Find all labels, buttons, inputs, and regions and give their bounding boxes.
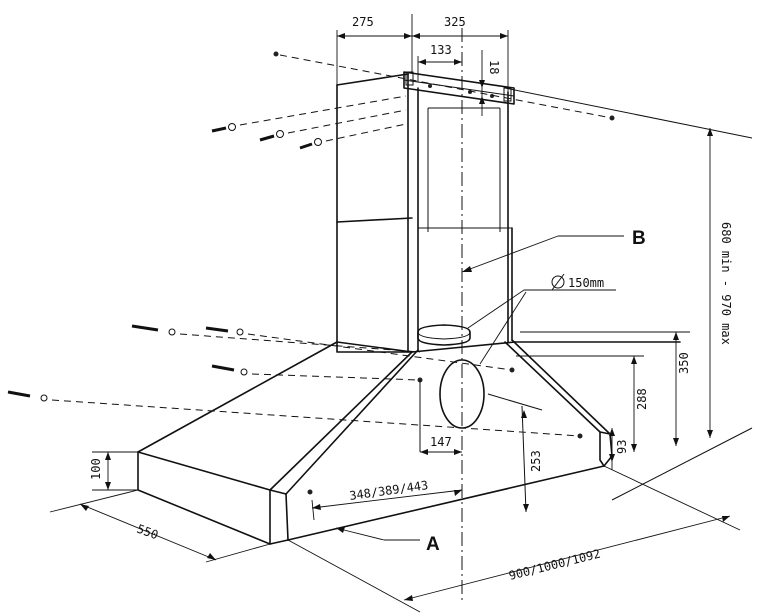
dim-350-label: 350	[677, 352, 691, 374]
duct-ring	[417, 324, 471, 346]
wall-screws	[7, 51, 615, 495]
dim-900-label: 900/1000/1092	[507, 547, 602, 583]
label-b: B	[632, 228, 646, 249]
dim-550-label: 550	[135, 522, 160, 543]
dim-100-label: 100	[89, 458, 103, 480]
dia-150-label: 150mm	[568, 276, 604, 290]
chimney-cover	[336, 73, 513, 353]
reference-lines	[504, 87, 753, 501]
dim-18-label: 18	[487, 60, 501, 74]
dim-275-label: 275	[352, 15, 374, 29]
dim-325-label: 325	[444, 15, 466, 29]
dim-93-label: 93	[615, 440, 629, 454]
dim-253-label: 253	[529, 450, 543, 472]
top-bracket	[403, 71, 515, 105]
hood-body	[137, 339, 681, 545]
dim-147-label: 147	[430, 435, 452, 449]
dim-133-label: 133	[430, 43, 452, 57]
dimensions: 275 325 133 18 680 min - 970 max 350 288	[49, 14, 741, 613]
label-a: A	[426, 534, 440, 555]
dim-288-label: 288	[635, 388, 649, 410]
dim-680-970-label: 680 min - 970 max	[719, 222, 733, 345]
